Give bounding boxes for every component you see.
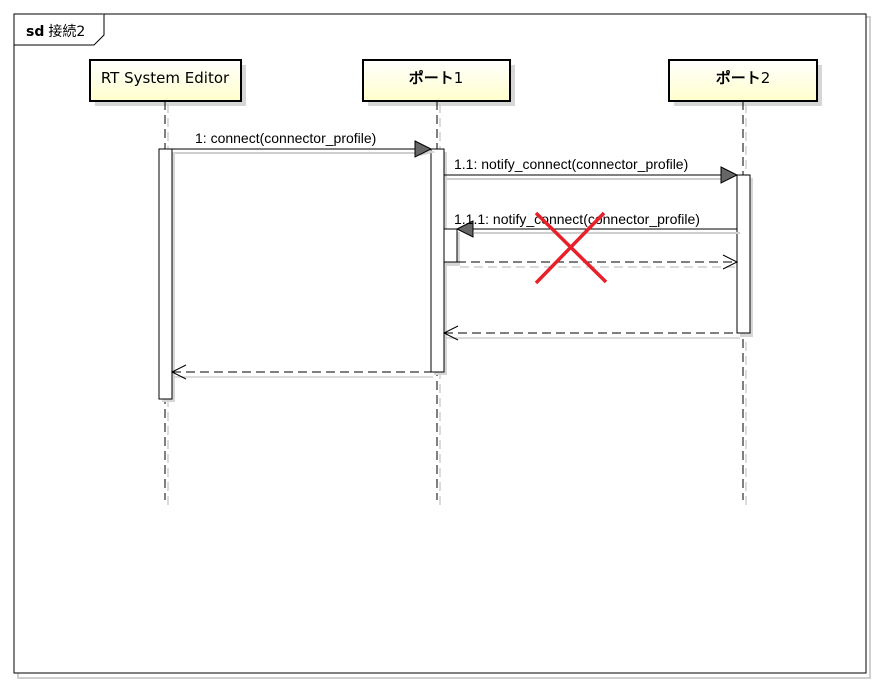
- frame-name: 接続2: [48, 23, 85, 40]
- message-1-connect[interactable]: 1: connect(connector_profile): [172, 130, 436, 158]
- activation-rtse: [158, 148, 173, 400]
- cross-mark-icon: [534, 211, 608, 285]
- activation-bars: [158, 148, 753, 402]
- lifeline-name: ポート2: [716, 69, 771, 87]
- message-1-1-1-notify-connect[interactable]: 1.1.1: notify_connect(connector_profile): [454, 211, 740, 238]
- message-1-1-notify-connect[interactable]: 1.1: notify_connect(connector_profile): [444, 156, 739, 184]
- reply-1-1[interactable]: [442, 325, 740, 341]
- frame-keyword: sd: [26, 24, 44, 40]
- reply-1[interactable]: [170, 364, 433, 380]
- lifeline-rt-system-editor[interactable]: RT System Editor: [89, 59, 246, 505]
- activation-port1-nested: [443, 228, 458, 263]
- activation-port2: [736, 174, 751, 334]
- message-label: 1: connect(connector_profile): [195, 130, 376, 146]
- message-label: 1.1: notify_connect(connector_profile): [454, 156, 688, 172]
- message-label: 1.1.1: notify_connect(connector_profile): [454, 211, 700, 227]
- lifeline-name: ポート1: [409, 69, 464, 87]
- lifeline-name: RT System Editor: [101, 69, 230, 87]
- activation-port1: [430, 148, 445, 373]
- reply-1-1-1[interactable]: [457, 254, 740, 270]
